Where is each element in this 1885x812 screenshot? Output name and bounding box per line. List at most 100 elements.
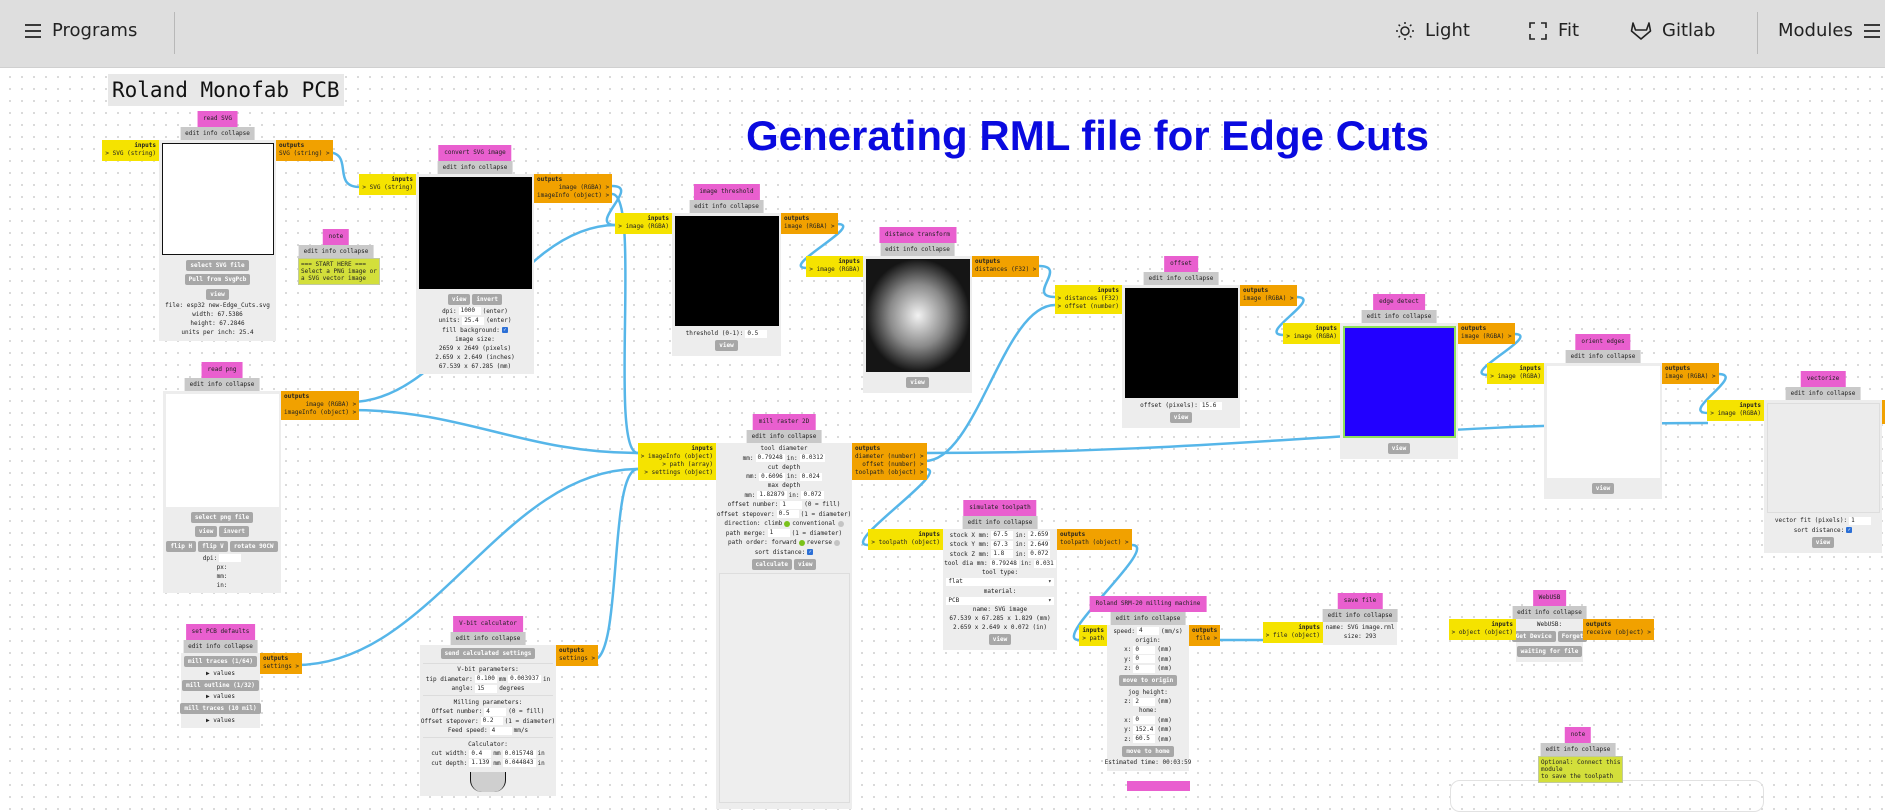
edit-button[interactable]: edit xyxy=(1570,353,1586,360)
view-button[interactable]: view xyxy=(206,288,229,300)
modules-button[interactable]: Modules xyxy=(1778,20,1881,41)
edit-button[interactable]: edit xyxy=(1115,615,1131,622)
input-port[interactable]: object (object) xyxy=(1452,629,1513,637)
edit-button[interactable]: edit xyxy=(185,130,200,137)
text-input[interactable]: 0.5 xyxy=(745,329,768,338)
edit-button[interactable]: edit xyxy=(1790,390,1806,397)
edit-button[interactable]: edit xyxy=(189,381,205,388)
flip-h-button[interactable]: flip H xyxy=(166,540,197,552)
connection-wire[interactable] xyxy=(924,303,1056,463)
module-canvas[interactable] xyxy=(674,216,779,326)
module-canvas[interactable] xyxy=(865,259,970,372)
module-title[interactable]: V-bit calculator xyxy=(453,616,523,632)
connection-wire[interactable] xyxy=(1480,332,1522,377)
collapse-button[interactable]: collapse xyxy=(224,643,253,650)
module-title[interactable]: simulate toolpath xyxy=(963,500,1037,516)
input-port[interactable]: imageInfo (object) xyxy=(641,453,713,461)
text-input[interactable]: 4 xyxy=(489,726,512,735)
collapse-button[interactable]: collapse xyxy=(1003,519,1033,526)
input-port[interactable]: image (RGBA) xyxy=(1710,410,1761,418)
collapse-button[interactable]: collapse xyxy=(1606,353,1636,360)
text-input[interactable]: 0.4 xyxy=(469,749,492,758)
output-port[interactable]: imageInfo (object) xyxy=(284,409,356,417)
edit-button[interactable]: edit xyxy=(188,643,203,650)
module-canvas[interactable] xyxy=(718,573,850,803)
output-port[interactable]: toolpath (object) xyxy=(1060,539,1129,547)
info-button[interactable]: info xyxy=(1166,275,1181,282)
mill-traces-1-64-button[interactable]: mill traces (1/64) xyxy=(183,656,258,667)
info-button[interactable]: info xyxy=(1588,353,1603,360)
select-dropdown[interactable]: flat▾ xyxy=(946,578,1054,586)
collapse-button[interactable]: collapse xyxy=(491,635,521,642)
collapse-button[interactable]: collapse xyxy=(787,433,817,440)
text-input[interactable]: 1.8 xyxy=(991,550,1014,558)
connection-wire[interactable] xyxy=(1275,295,1305,337)
connection-wire[interactable] xyxy=(1699,372,1727,415)
info-button[interactable]: info xyxy=(712,203,727,210)
text-input[interactable]: 0.015748 xyxy=(502,749,536,758)
collapse-button[interactable]: collapse xyxy=(1826,390,1856,397)
view-button[interactable]: view xyxy=(906,376,929,388)
collapse-button[interactable]: collapse xyxy=(1184,275,1214,282)
pull-from-svgpcb-button[interactable]: Pull from SvgPcb xyxy=(184,274,251,285)
output-port[interactable]: image (RGBA) xyxy=(784,223,835,231)
collapse-button[interactable]: collapse xyxy=(1581,746,1611,753)
module-title[interactable]: note xyxy=(322,229,350,245)
connection-wire[interactable] xyxy=(611,192,639,455)
view-button[interactable]: view xyxy=(715,340,738,351)
text-input[interactable]: 1 xyxy=(767,529,790,537)
module-canvas[interactable] xyxy=(418,177,532,289)
checkbox[interactable]: ✓ xyxy=(1846,527,1853,533)
text-input[interactable]: 4 xyxy=(484,707,507,716)
text-input[interactable]: 0.0312 xyxy=(799,454,826,462)
text-input[interactable]: 25.4 xyxy=(462,316,485,325)
edit-button[interactable]: edit xyxy=(1366,313,1382,320)
radio-button[interactable] xyxy=(833,539,840,546)
waiting-for-file-button[interactable]: waiting for file xyxy=(1516,645,1583,657)
collapse-button[interactable]: collapse xyxy=(221,130,250,137)
output-port[interactable]: SVG (string) xyxy=(279,150,330,158)
gitlab-link[interactable]: Gitlab xyxy=(1630,20,1715,41)
module-title[interactable]: mill raster 2D xyxy=(752,414,816,430)
text-input[interactable]: 0 xyxy=(1133,655,1156,663)
module-canvas[interactable] xyxy=(161,143,274,255)
view-button[interactable]: view xyxy=(1387,442,1411,454)
edit-button[interactable]: edit xyxy=(303,248,319,255)
info-button[interactable]: info xyxy=(203,130,218,137)
module-title[interactable]: vectorize xyxy=(1800,371,1846,387)
input-port[interactable]: settings (object) xyxy=(641,469,713,477)
select-svg-file-button[interactable]: select SVG file xyxy=(186,259,249,271)
output-port[interactable]: settings xyxy=(559,655,595,663)
radio-button[interactable] xyxy=(837,520,844,527)
collapse-button[interactable]: collapse xyxy=(1553,609,1582,616)
mill-traces-10-mil-button[interactable]: mill traces (10 mil) xyxy=(180,703,261,714)
checkbox[interactable]: ✓ xyxy=(807,549,814,555)
text-input[interactable]: 0 xyxy=(1133,664,1156,673)
input-port[interactable]: path (array) xyxy=(641,461,713,469)
text-input[interactable]: 0.79248 xyxy=(989,559,1019,568)
edit-button[interactable]: edit xyxy=(751,433,767,440)
info-button[interactable]: info xyxy=(1133,615,1148,622)
collapse-button[interactable]: collapse xyxy=(921,246,950,253)
view-button[interactable]: view xyxy=(194,526,218,537)
select-dropdown[interactable]: PCB▾ xyxy=(946,596,1054,605)
text-input[interactable]: 67.5 xyxy=(991,531,1014,539)
text-input[interactable]: 0.072 xyxy=(801,491,824,499)
info-button[interactable]: info xyxy=(1563,746,1578,753)
connection-wire[interactable] xyxy=(1072,543,1139,642)
text-input[interactable]: 0.100 xyxy=(474,675,497,683)
connection-wire[interactable] xyxy=(295,467,639,667)
radio-button[interactable] xyxy=(784,520,791,527)
text-input[interactable]: 0.024 xyxy=(799,472,822,481)
text-input[interactable]: 1.139 xyxy=(469,759,492,767)
output-port[interactable]: diameter (number) xyxy=(855,453,924,461)
module-title[interactable]: read SVG xyxy=(197,111,238,127)
connection-wire[interactable] xyxy=(605,184,623,227)
text-input[interactable]: 15.6 xyxy=(1199,401,1222,410)
input-port[interactable]: offset (number) xyxy=(1058,303,1119,311)
text-input[interactable]: 1 xyxy=(1849,516,1872,525)
info-button[interactable]: info xyxy=(1345,612,1360,619)
module-canvas[interactable] xyxy=(1124,288,1238,398)
collapse-button[interactable]: collapse xyxy=(339,248,369,255)
